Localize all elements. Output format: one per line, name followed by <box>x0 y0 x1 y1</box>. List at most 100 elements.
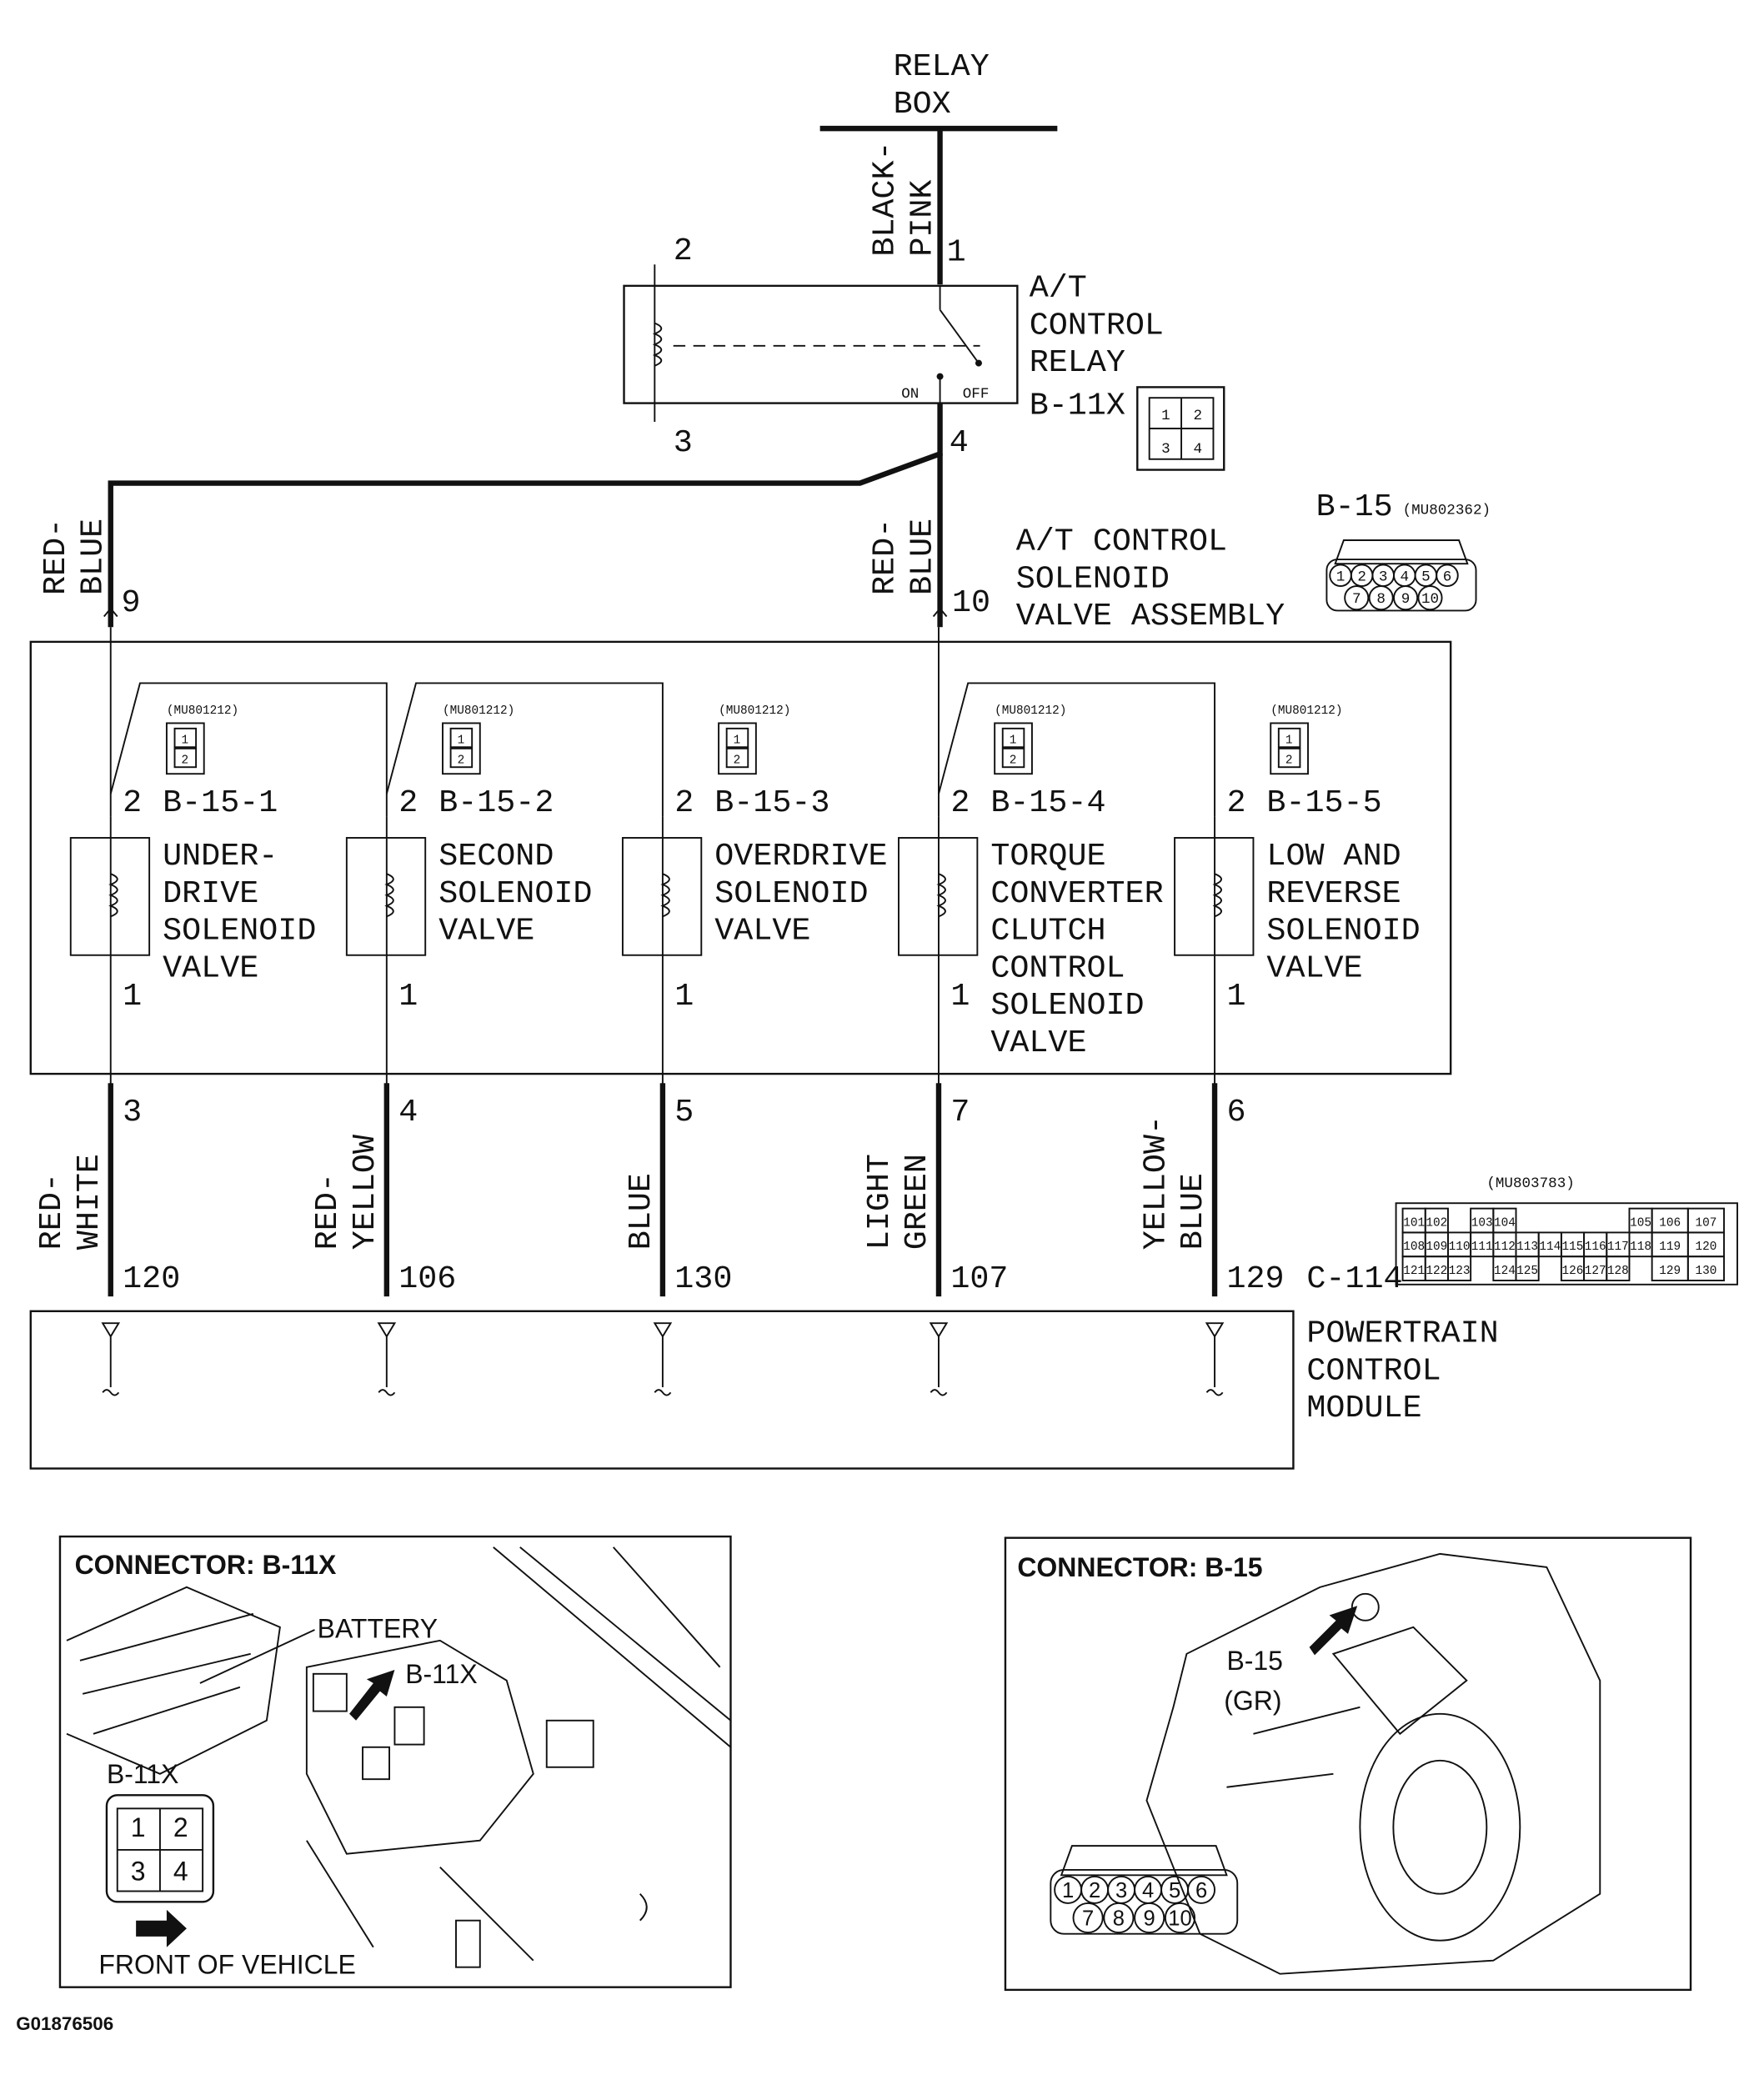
solenoid-pin-top: 2 <box>398 784 418 821</box>
wire-color-label: BLUE <box>623 1173 659 1250</box>
solenoid-pin-top: 2 <box>1226 784 1245 821</box>
solenoid-connector-icon <box>1270 722 1309 775</box>
connector-pin-label: 1 <box>1010 734 1017 747</box>
panel-frame <box>58 1535 732 1988</box>
solenoid-name: SOLENOID <box>714 875 868 912</box>
connector-pin-label: 6 <box>1443 569 1452 585</box>
relay-on-label: ON <box>901 386 919 403</box>
connector-shell <box>1136 386 1225 471</box>
supply-branch-wire <box>109 682 388 817</box>
solenoid-pin-bottom: 1 <box>123 978 142 1015</box>
connector-pin-label: 4 <box>1193 441 1202 458</box>
connector-pin-label: 1 <box>1062 1879 1074 1902</box>
connector-pin-label: 2 <box>182 754 189 767</box>
connector-pin-label: 3 <box>1115 1879 1127 1902</box>
connector-pin-6 <box>1436 564 1459 587</box>
connector-pin-label: 3 <box>1161 441 1170 458</box>
connector-pin-label: 5 <box>1169 1879 1180 1902</box>
relay-name-3: RELAY <box>1030 344 1125 381</box>
solenoid-connector-id: B-15-1 <box>163 784 278 821</box>
assembly-output-pin: 6 <box>1226 1094 1245 1130</box>
c114-pin-122: 122 <box>1426 1265 1447 1278</box>
connector-pin-label: 10 <box>1421 591 1439 608</box>
solenoid-name: SOLENOID <box>438 875 592 912</box>
connector-pin-10 <box>1164 1902 1196 1934</box>
connector-pin-10 <box>1417 585 1443 611</box>
connector-pin-label: 4 <box>1401 569 1410 585</box>
transmission-illustration <box>1145 1552 1601 1975</box>
pcm-terminal-icon <box>653 1322 673 1396</box>
solenoid-name: LOW AND <box>1266 838 1401 875</box>
c114-pin-114: 114 <box>1539 1240 1561 1254</box>
solenoid-name: CONVERTER <box>990 875 1163 912</box>
c114-pin-103: 103 <box>1471 1216 1493 1230</box>
pcm-pin: 107 <box>950 1261 1008 1297</box>
connector-pin-label: 9 <box>1401 591 1411 608</box>
connector-pin-label: 1 <box>1336 569 1346 585</box>
c114-pin-127: 127 <box>1585 1265 1606 1278</box>
pcm-frame <box>29 1310 1295 1470</box>
solenoid-assembly-frame <box>29 640 1452 1075</box>
c114-pin-116: 116 <box>1585 1240 1606 1254</box>
solenoid-part-number: (MU801212) <box>995 704 1066 718</box>
wire-color-label: LIGHT <box>861 1154 898 1250</box>
c114-shell <box>1395 1202 1738 1286</box>
connector-pin-label: 8 <box>1376 591 1386 608</box>
connector-pin-label: 2 <box>1089 1879 1100 1902</box>
solenoid-part-number: (MU801212) <box>719 704 790 718</box>
solenoid-name: VALVE <box>714 913 810 950</box>
c114-pin-130: 130 <box>1695 1265 1716 1278</box>
panel-frame <box>1004 1536 1692 1992</box>
solenoid-name: OVERDRIVE <box>714 838 887 875</box>
connector-cavity <box>1001 727 1025 749</box>
connector-pin-label: 1 <box>182 734 189 747</box>
connector-pin-label: 1 <box>734 734 741 747</box>
c114-pin-123: 123 <box>1449 1265 1471 1278</box>
coil-icon <box>936 873 946 918</box>
connector-pin-label: 8 <box>1113 1907 1125 1930</box>
relay-pin-3: 3 <box>674 424 693 461</box>
wire-color-black-pink: BLACK- <box>867 141 904 256</box>
connector-hood <box>1060 1845 1228 1877</box>
assembly-name-2: SOLENOID <box>1016 560 1170 597</box>
at-control-relay: ON OFF 2 3 4 A/T CONTROL RELAY B-11X 1 2… <box>623 233 1225 471</box>
wire-color-label: YELLOW <box>347 1134 383 1250</box>
relay-name-2: CONTROL <box>1030 307 1164 343</box>
connector-pin-label: 2 <box>173 1812 188 1842</box>
supply-branch-wire <box>938 682 1216 817</box>
c114-pin-129: 129 <box>1659 1265 1681 1278</box>
pointer-arrow-icon <box>1309 1606 1358 1656</box>
connector-cavity <box>173 747 198 769</box>
pin-arrow-icon <box>932 607 948 618</box>
c114-pin-104: 104 <box>1494 1216 1516 1230</box>
connector-pin-label: 2 <box>1357 569 1366 585</box>
connector-cavity <box>1277 747 1301 769</box>
wire-color-label: RED- <box>33 1173 70 1250</box>
relay-box-label: RELAY <box>894 48 990 85</box>
solenoid-pin-bottom: 1 <box>398 978 418 1015</box>
solenoid-name: VALVE <box>990 1025 1086 1061</box>
c114-pin-118: 118 <box>1630 1240 1651 1254</box>
solenoid-name: CLUTCH <box>990 913 1105 950</box>
supply-branch-wire <box>385 682 664 817</box>
connector-pin-label: 1 <box>1285 734 1293 747</box>
connector-pin-label: 2 <box>1010 754 1017 767</box>
assembly-output-pin: 5 <box>674 1094 694 1130</box>
solenoid-pin-top: 2 <box>123 784 142 821</box>
connector-pin-label: 5 <box>1421 569 1431 585</box>
solenoid-connector-id: B-15-4 <box>990 784 1105 821</box>
c114-cavity <box>1515 1256 1540 1281</box>
pcm-connector-id: C-114 <box>1306 1261 1402 1297</box>
relay-body <box>623 284 1019 404</box>
connector-pin-6 <box>1187 1875 1216 1904</box>
panel-b11x: CONNECTOR: B-11X BATTERY B-11X B-11X 1 2… <box>58 1535 732 1988</box>
coil-icon <box>108 873 118 918</box>
panel-b15-title: CONNECTOR: B-15 <box>1017 1552 1262 1582</box>
connector-pin-8 <box>1103 1902 1135 1934</box>
c114-pin-101: 101 <box>1403 1216 1425 1230</box>
solenoid-pin-bottom: 1 <box>674 978 694 1015</box>
connector-pin-9 <box>1393 585 1419 611</box>
